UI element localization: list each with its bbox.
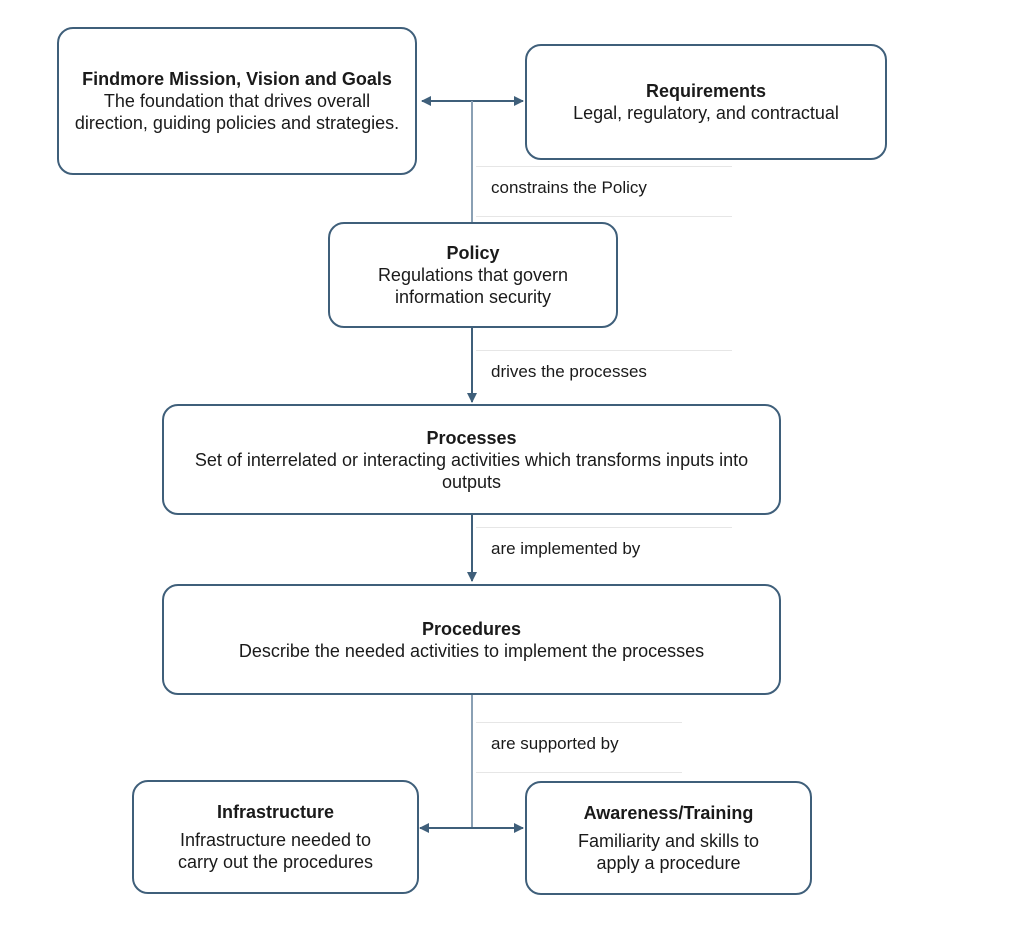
drives-label: drives the processes	[491, 362, 647, 381]
requirements-description: Legal, regulatory, and contractual	[573, 103, 839, 123]
infrastructure-title: Infrastructure	[216, 802, 335, 822]
procedures-title: Procedures	[421, 618, 522, 639]
awareness-description: Familiarity and skills to apply a proced…	[577, 831, 760, 873]
requirements-title: Requirements	[645, 81, 767, 101]
requirements-node: Requirements Legal, regulatory, and cont…	[525, 44, 887, 160]
procedures-description: Describe the needed activities to implem…	[238, 640, 705, 661]
supported-label: are supported by	[491, 734, 619, 753]
mission-title: Findmore Mission, Vision and Goals	[82, 69, 392, 89]
awareness-title: Awareness/Training	[583, 803, 754, 823]
processes-node: Processes Set of interrelated or interac…	[162, 404, 781, 515]
processes-description: Set of interrelated or interacting activ…	[194, 449, 749, 492]
policy-node: Policy Regulations that govern informati…	[328, 222, 618, 328]
mission-node: Findmore Mission, Vision and Goals The f…	[57, 27, 417, 175]
procedures-node: Procedures Describe the needed activitie…	[162, 584, 781, 695]
mission-description: The foundation that drives overall direc…	[74, 91, 400, 133]
awareness-node: Awareness/Training Familiarity and skill…	[525, 781, 812, 895]
policy-description: Regulations that govern information secu…	[377, 265, 569, 307]
implemented-label: are implemented by	[491, 539, 641, 558]
infrastructure-description: Infrastructure needed to carry out the p…	[177, 830, 374, 872]
processes-title: Processes	[426, 427, 517, 448]
policy-title: Policy	[446, 243, 500, 263]
infrastructure-node: Infrastructure Infrastructure needed to …	[132, 780, 419, 894]
constrains-label: constrains the Policy	[491, 178, 647, 197]
